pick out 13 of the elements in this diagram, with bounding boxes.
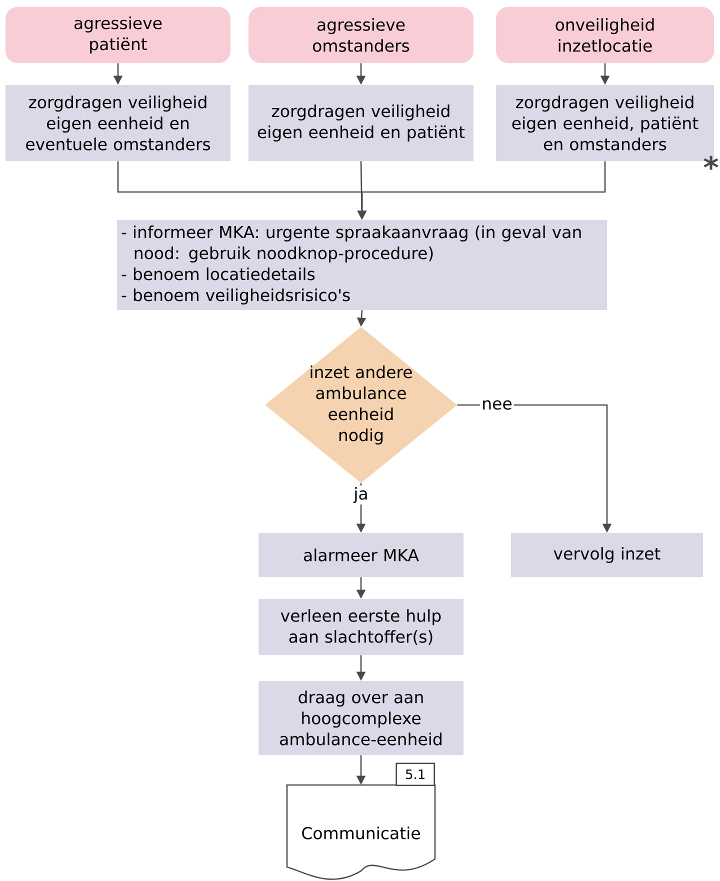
edge-label: ja xyxy=(352,486,370,504)
process-box: - informeer MKA: urgente spraakaanvraag (in geval van nood: gebruik noodknop-procedure) - benoem locatiedetails - benoem veiligheidsrisico's xyxy=(117,220,607,310)
start-box: onveiligheid inzetlocatie xyxy=(496,7,714,63)
reference-number: 5.1 xyxy=(396,762,435,786)
process-box: vervolg inzet xyxy=(511,533,703,577)
process-box: draag over aan hoogcomplexe ambulance-eenheid xyxy=(258,681,464,755)
edge-label: nee xyxy=(480,398,514,412)
process-box: verleen eerste hulp aan slachtoffer(s) xyxy=(258,599,464,655)
process-box: zorgdragen veiligheid eigen eenheid en eventuele omstanders xyxy=(6,85,230,161)
start-box: agressieve patiënt xyxy=(6,7,230,63)
start-box: agressieve omstanders xyxy=(248,7,474,63)
process-box: alarmeer MKA xyxy=(258,533,464,577)
process-box: zorgdragen veiligheid eigen eenheid en patiënt xyxy=(248,85,474,161)
